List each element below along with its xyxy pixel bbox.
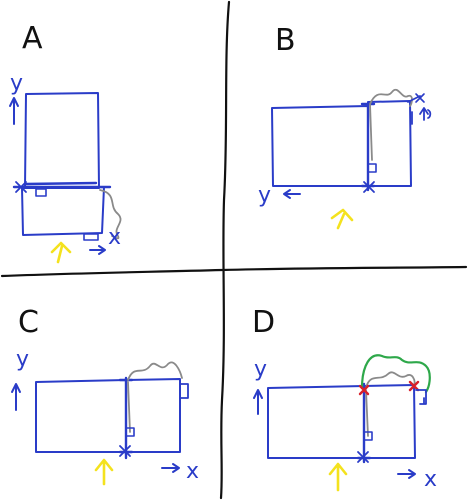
cross-mark-d: [357, 451, 369, 463]
panel-label-b: B: [275, 23, 296, 58]
cross-mark-top-b: [415, 93, 425, 103]
yellow-arrow-b: [330, 208, 354, 230]
cross-mark-b: [363, 181, 375, 193]
panel-d: D y x: [252, 305, 437, 492]
red-marker-left-d: [358, 384, 370, 396]
lower-rect-a: [21, 186, 105, 236]
axis-label-x-c: x: [186, 459, 199, 484]
right-rect-b: [367, 100, 412, 187]
panel-c: C y x: [11, 305, 199, 486]
panel-label-c: C: [18, 305, 39, 340]
yellow-arrow-c: [94, 458, 114, 486]
right-rect-d: [363, 384, 416, 459]
up-arrow-a: [9, 97, 19, 125]
panel-label-a: A: [22, 21, 43, 56]
up-arrow-d: [253, 389, 263, 415]
right-arrow-a: [89, 245, 106, 255]
left-rect-c: [35, 379, 127, 453]
horizontal-divider: [0, 265, 468, 278]
left-rect-d: [267, 385, 365, 459]
small-square-a: [35, 188, 47, 197]
panel-label-d: D: [252, 305, 275, 340]
small-rect-a: [83, 233, 99, 241]
up-arrow-c: [11, 383, 21, 411]
left-rect-b: [271, 105, 369, 187]
axis-label-x-b: y: [258, 183, 271, 208]
red-marker-right-d: [408, 380, 420, 392]
small-square-d: [363, 431, 373, 441]
end-bracket-d: [415, 389, 427, 405]
small-square-c: [125, 427, 135, 437]
cross-mark-c: [119, 445, 131, 457]
right-arrow-d: [397, 469, 416, 479]
up-hook-b: [419, 107, 432, 121]
axis-label-x-d: x: [424, 467, 437, 492]
yellow-arrow-d: [328, 462, 348, 492]
end-bracket-c: [179, 383, 189, 399]
panel-b: B y: [258, 23, 432, 230]
small-square-b: [367, 163, 377, 173]
upper-rect-a: [24, 92, 100, 189]
yellow-arrow-a: [50, 241, 72, 264]
gray-wire-d: [365, 371, 416, 437]
axis-label-y-c: y: [16, 347, 29, 372]
right-arrow-c: [161, 463, 180, 473]
axis-label-y-a: y: [10, 71, 23, 96]
left-arrow-b: [283, 189, 301, 199]
right-rect-c: [125, 378, 181, 453]
gray-wire-a: [99, 189, 122, 240]
cross-mark-a: [15, 181, 27, 193]
vertical-divider: [219, 0, 231, 500]
axis-label-x-a: x: [108, 225, 121, 250]
gray-wire-c: [127, 361, 183, 433]
green-wire-d: [360, 354, 431, 394]
panel-a: A y x: [9, 21, 122, 264]
joint-line-a: [12, 181, 112, 189]
axis-label-y-d: y: [254, 357, 267, 382]
